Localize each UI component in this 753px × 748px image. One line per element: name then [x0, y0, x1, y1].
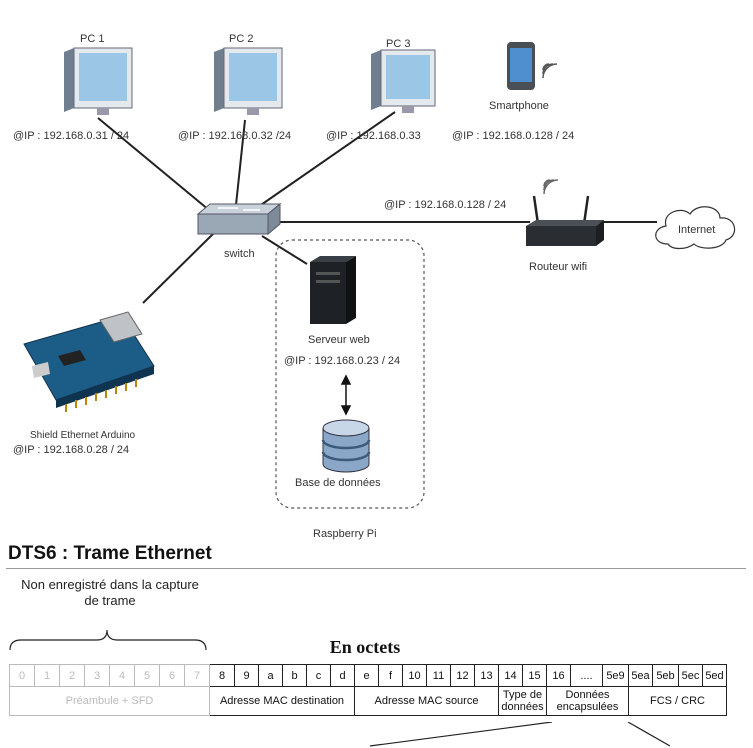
router-icon [526, 179, 604, 246]
router-ip: @IP : 192.168.0.128 / 24 [384, 199, 507, 211]
byte-index-cell: d [330, 664, 355, 687]
router-label: Routeur wifi [529, 261, 588, 273]
smartphone-label: Smartphone [489, 100, 549, 112]
database-icon [321, 419, 371, 473]
byte-index-cell: 6 [159, 664, 185, 687]
field-fcs: FCS / CRC [628, 686, 727, 716]
byte-index-cell: 13 [474, 664, 499, 687]
double-arrow-icon [340, 374, 352, 416]
field-mac-destination: Adresse MAC destination [209, 686, 355, 716]
field-preamble: Préambule + SFD [9, 686, 210, 716]
preamble-note: Non enregistré dans la capture de trame [21, 577, 199, 608]
byte-index-cell: .... [570, 664, 603, 687]
server-icon [310, 256, 356, 324]
pc3-icon [371, 49, 436, 113]
byte-index-cell: 10 [402, 664, 427, 687]
byte-index-cell: 5ed [702, 664, 727, 687]
byte-index-cell: 15 [522, 664, 547, 687]
internet-cloud-icon [655, 206, 736, 250]
arduino-shield-icon [23, 311, 155, 412]
pc2-icon [214, 47, 283, 115]
section-divider [6, 568, 746, 569]
section-title: DTS6 : Trame Ethernet [8, 543, 212, 564]
field-mac-source: Adresse MAC source [354, 686, 499, 716]
pc1-ip: @IP : 192.168.0.31 / 24 [13, 130, 130, 142]
link-switch-arduino [142, 231, 216, 304]
smartphone-icon [507, 42, 558, 90]
webserver-label: Serveur web [308, 334, 370, 346]
byte-index-cell: 2 [59, 664, 85, 687]
pc1-label: PC 1 [80, 33, 105, 45]
byte-index-cell: 4 [109, 664, 135, 687]
byte-index-cell: 5ea [628, 664, 653, 687]
smartphone-ip: @IP : 192.168.0.128 / 24 [452, 130, 575, 142]
byte-index-cell: c [306, 664, 331, 687]
webserver-ip: @IP : 192.168.0.23 / 24 [284, 355, 401, 367]
byte-index-cell: 3 [84, 664, 110, 687]
raspberry-pi-boundary [275, 239, 425, 509]
byte-index-cell: 0 [9, 664, 35, 687]
frame-expansion-lines [369, 722, 671, 747]
field-type: Type de données [498, 686, 547, 716]
byte-index-cell: 12 [450, 664, 475, 687]
pc2-label: PC 2 [229, 33, 254, 45]
ethernet-frame-table: 0 1 2 3 4 5 6 7 8 9 a b c d e f 10 11 12… [9, 664, 727, 716]
link-pc1-switch [97, 117, 216, 216]
field-payload: Données encapsulées [546, 686, 629, 716]
byte-index-cell: 5e9 [602, 664, 629, 687]
pc3-ip: @IP : 192.168.0.33 [326, 130, 421, 142]
switch-icon [196, 202, 282, 236]
byte-index-cell: 5 [134, 664, 160, 687]
byte-index-cell: a [258, 664, 283, 687]
field-row: Préambule + SFD Adresse MAC destination … [9, 686, 727, 716]
pc2-ip: @IP : 192.168.0.32 /24 [178, 130, 292, 142]
network-diagram [23, 42, 736, 509]
link-pc2-switch [235, 119, 246, 206]
byte-index-cell: 8 [209, 664, 235, 687]
byte-index-cell: 14 [498, 664, 523, 687]
switch-label: switch [224, 248, 255, 260]
byte-index-cell: 9 [234, 664, 259, 687]
byte-index-cell: 5eb [652, 664, 679, 687]
byte-index-row: 0 1 2 3 4 5 6 7 8 9 a b c d e f 10 11 12… [9, 664, 727, 687]
pc1-icon [64, 47, 133, 115]
byte-index-cell: 11 [426, 664, 451, 687]
byte-index-cell: 5ec [678, 664, 703, 687]
link-switch-server [261, 235, 308, 265]
byte-index-cell: 7 [184, 664, 210, 687]
raspberry-label: Raspberry Pi [313, 528, 377, 540]
pc3-label: PC 3 [386, 38, 411, 50]
database-label: Base de données [295, 477, 381, 489]
preamble-brace [9, 629, 207, 651]
unit-label: En octets [329, 637, 401, 657]
byte-index-cell: 16 [546, 664, 571, 687]
byte-index-cell: e [354, 664, 379, 687]
link-pc3-switch [257, 111, 396, 208]
arduino-ip: @IP : 192.168.0.28 / 24 [13, 444, 130, 456]
arduino-label: Shield Ethernet Arduino [30, 430, 136, 441]
network-links [97, 111, 657, 304]
byte-index-cell: f [378, 664, 403, 687]
byte-index-cell: b [282, 664, 307, 687]
byte-index-cell: 1 [34, 664, 60, 687]
internet-label: Internet [678, 224, 716, 236]
